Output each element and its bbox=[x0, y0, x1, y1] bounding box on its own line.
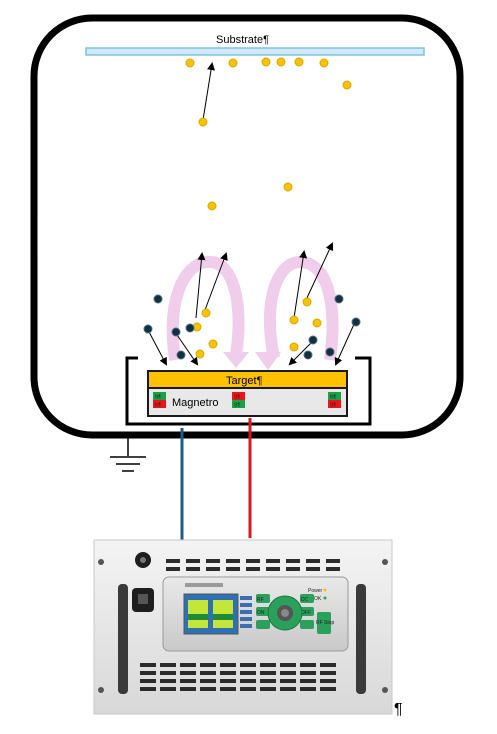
rack-screw bbox=[382, 687, 388, 693]
trajectory-arrows bbox=[147, 62, 356, 366]
atom bbox=[201, 308, 211, 318]
pole-right-top-label: N¶ bbox=[330, 395, 337, 401]
atom bbox=[276, 57, 286, 67]
pole-middle-top-label: S¶ bbox=[234, 395, 240, 401]
psu-top-vents bbox=[166, 559, 340, 571]
pole-left-bottom-label: N¶ bbox=[155, 403, 162, 409]
psu-button bbox=[300, 620, 314, 629]
psu-lower-vents bbox=[140, 663, 336, 691]
plasma-arc-arrowheads bbox=[223, 352, 281, 370]
psu-button bbox=[300, 607, 314, 616]
atom bbox=[185, 58, 195, 68]
pole-left-top bbox=[153, 392, 166, 400]
left-handle bbox=[118, 584, 128, 694]
atom bbox=[294, 57, 304, 67]
atom bbox=[302, 297, 312, 307]
atom bbox=[289, 315, 299, 325]
plasma-arc-right-tip bbox=[255, 352, 281, 370]
ion-impact-arrow-3 bbox=[288, 341, 313, 366]
target-label: Target¶ bbox=[226, 375, 263, 387]
psu-button-label-off: OFF bbox=[301, 610, 311, 616]
pole-right-top bbox=[328, 392, 341, 400]
ejected-atom-arrow-1 bbox=[195, 252, 206, 319]
psu-button-label-rf: RF bbox=[257, 597, 264, 603]
magnetron-body bbox=[147, 387, 348, 417]
rf-stop-label: RF Stop bbox=[316, 620, 335, 626]
rf-power-supply: RF ON DC OFF RF Stop Power OK bbox=[93, 539, 393, 715]
atom bbox=[342, 80, 352, 90]
power-indicator-label: Power bbox=[308, 588, 323, 594]
ion bbox=[351, 317, 361, 327]
power-led bbox=[323, 588, 327, 592]
psu-button bbox=[256, 594, 270, 603]
atom bbox=[207, 201, 217, 211]
atom-to-substrate-arrow bbox=[202, 62, 215, 121]
atom bbox=[198, 117, 208, 127]
ion bbox=[143, 324, 153, 334]
plasma-field-lines bbox=[166, 255, 339, 361]
ion bbox=[171, 327, 181, 337]
ejected-atom-arrow-3 bbox=[293, 250, 308, 319]
ok-indicator-label: OK bbox=[314, 596, 322, 602]
atom bbox=[228, 58, 238, 68]
ejected-atom-arrow-4 bbox=[305, 242, 334, 301]
ion-impact-arrow-4 bbox=[334, 321, 356, 366]
pole-right-bottom bbox=[328, 400, 341, 408]
psu-button-label-on: ON bbox=[257, 610, 265, 616]
psu-button bbox=[300, 594, 314, 603]
plasma-arc-left bbox=[166, 255, 245, 361]
ion-impact-arrow-1 bbox=[147, 329, 167, 366]
atom bbox=[261, 57, 271, 67]
atom bbox=[289, 342, 299, 352]
substrate-label: Substrate¶ bbox=[216, 34, 269, 46]
psu-chassis-edge bbox=[93, 539, 393, 715]
rack-screw bbox=[382, 559, 388, 565]
vacuum-chamber bbox=[30, 14, 464, 439]
right-handle bbox=[356, 584, 366, 694]
psu-buttons bbox=[256, 594, 314, 629]
pole-right-bottom-label: S¶ bbox=[330, 403, 336, 409]
atom bbox=[195, 349, 205, 359]
psu-button bbox=[256, 607, 270, 616]
pole-middle-top bbox=[232, 392, 245, 400]
ion bbox=[334, 294, 344, 304]
ion bbox=[303, 350, 313, 360]
argon-ions bbox=[143, 294, 361, 360]
ground-icon bbox=[110, 436, 146, 472]
pole-left-bottom bbox=[153, 400, 166, 408]
plasma-arc-left-tip bbox=[223, 352, 249, 368]
paragraph-mark: ¶ bbox=[394, 701, 403, 718]
pole-middle-bottom-label: S¶ bbox=[234, 403, 240, 409]
substrate-plate bbox=[85, 47, 425, 56]
atom bbox=[319, 58, 329, 68]
ion bbox=[308, 335, 318, 345]
sputtered-atoms bbox=[185, 57, 352, 359]
plasma-arc-right bbox=[263, 255, 339, 361]
panel-label-strip bbox=[185, 583, 223, 587]
ion bbox=[176, 350, 186, 360]
magnetron-label: Magnetro bbox=[172, 397, 218, 409]
ion-impact-arrow-2 bbox=[174, 331, 199, 366]
pole-left-top-label: N¶ bbox=[155, 395, 162, 401]
ion bbox=[325, 347, 335, 357]
rack-screw bbox=[98, 687, 104, 693]
atom bbox=[312, 318, 322, 328]
magnet-poles: N¶ N¶ S¶ S¶ N¶ S¶ bbox=[153, 392, 341, 409]
atom bbox=[208, 339, 218, 349]
psu-button bbox=[256, 620, 270, 629]
ion bbox=[185, 323, 195, 333]
ion bbox=[153, 294, 163, 304]
ok-led bbox=[323, 596, 327, 600]
psu-button-label-dc: DC bbox=[301, 597, 309, 603]
ejected-atom-arrow-2 bbox=[204, 252, 228, 311]
atom bbox=[283, 182, 293, 192]
pole-middle-bottom bbox=[232, 400, 245, 408]
rack-screw bbox=[98, 559, 104, 565]
rf-stop-button bbox=[317, 612, 331, 634]
